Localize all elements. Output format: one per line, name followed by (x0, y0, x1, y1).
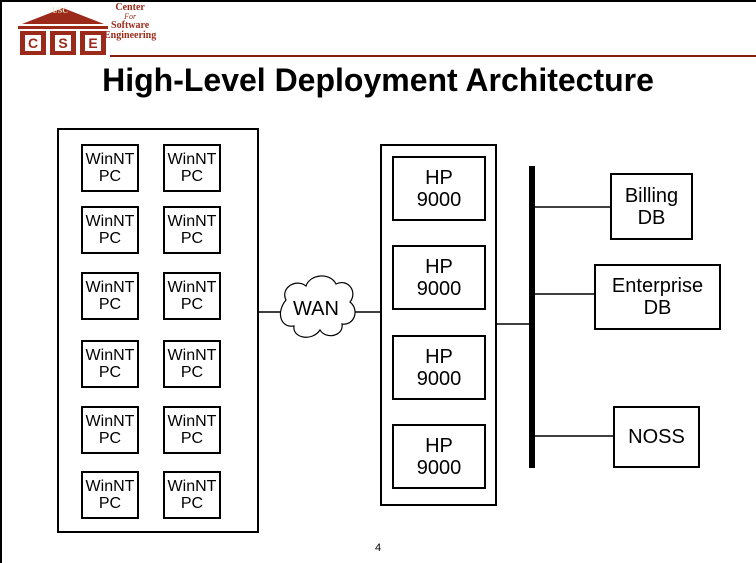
center-line-4: Engineering (104, 30, 157, 41)
billing-db-label: Billing (624, 184, 679, 207)
pc-label-os: WinNT (85, 413, 135, 430)
pc-label-type: PC (98, 230, 122, 247)
hp-label-vendor: HP (425, 166, 453, 189)
hp-label-model: 9000 (416, 367, 462, 390)
logo-roof-icon: C S E (18, 8, 108, 55)
pc-label-os: WinNT (167, 213, 217, 230)
network-bus (529, 166, 535, 468)
csse-logo: C S E USC (18, 6, 118, 58)
hp-label-vendor: HP (425, 434, 453, 457)
pc-label-os: WinNT (85, 347, 135, 364)
pc-label-os: WinNT (167, 279, 217, 296)
hp-label-model: 9000 (416, 456, 462, 479)
enterprise-db-label: Enterprise (611, 275, 704, 297)
pc-label-os: WinNT (85, 478, 135, 495)
page-number: 4 (374, 542, 382, 554)
center-for-software-engineering: Center For Software Engineering (104, 3, 156, 41)
noss-node: NOSS (613, 406, 700, 468)
pc-label-type: PC (180, 364, 204, 381)
pc-label-os: WinNT (85, 213, 135, 230)
slide-left-border (0, 0, 2, 563)
hp-label-model: 9000 (416, 188, 462, 211)
pc-label-os: WinNT (85, 279, 135, 296)
pc-label-type: PC (98, 364, 122, 381)
header-rule (110, 55, 756, 57)
pc-label-os: WinNT (85, 151, 135, 168)
slide-top-border (0, 0, 756, 2)
logo-letter-s1: S (58, 35, 67, 51)
pc-label-os: WinNT (167, 413, 217, 430)
pc-label-type: PC (98, 296, 122, 313)
hp-label-vendor: HP (425, 255, 453, 278)
pc-label-type: PC (180, 430, 204, 447)
pc-label-type: PC (98, 495, 122, 512)
pc-label-type: PC (180, 296, 204, 313)
noss-label: NOSS (628, 426, 685, 448)
logo-letter-c: C (28, 35, 38, 51)
hp-label-vendor: HP (425, 345, 453, 368)
pc-label-os: WinNT (167, 151, 217, 168)
pc-label-type: PC (180, 168, 204, 185)
hp-label-model: 9000 (416, 277, 462, 300)
wan-cloud-icon (279, 275, 356, 338)
center-line-1: Center (115, 2, 145, 13)
pc-label-os: WinNT (167, 478, 217, 495)
pc-label-type: PC (180, 495, 204, 512)
center-line-2: For (124, 12, 137, 21)
slide-title: High-Level Deployment Architecture (102, 62, 654, 98)
enterprise-db-type: DB (643, 297, 672, 319)
billing-db-type: DB (637, 206, 666, 229)
pc-label-type: PC (98, 430, 122, 447)
logo-roof-text: USC (51, 6, 68, 15)
center-line-3: Software (111, 20, 150, 31)
enterprise-db-node: Enterprise DB (594, 264, 721, 330)
logo-letter-e: E (88, 35, 97, 51)
pc-label-os: WinNT (167, 347, 217, 364)
billing-db-node: Billing DB (610, 173, 693, 240)
pc-label-type: PC (98, 168, 122, 185)
pc-label-type: PC (180, 230, 204, 247)
wan-label: WAN (293, 298, 339, 320)
